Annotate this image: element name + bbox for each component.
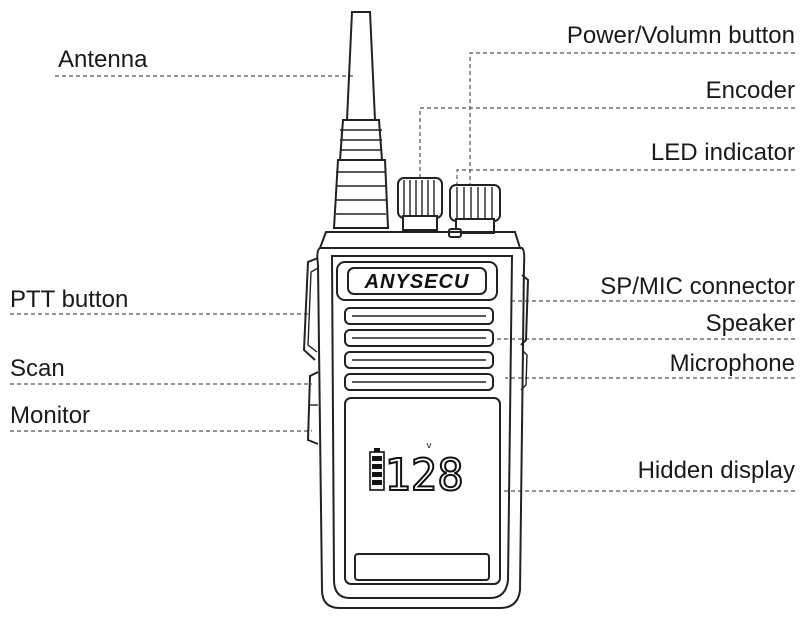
label-encoder: Encoder	[706, 77, 795, 104]
leader-power-volume	[469, 52, 795, 190]
top-cap	[318, 231, 522, 249]
antenna	[332, 11, 390, 229]
label-led: LED indicator	[651, 139, 795, 166]
label-hidden-display: Hidden display	[638, 457, 795, 484]
walkie-talkie-drawing: ANYSECU v 128	[302, 11, 530, 609]
label-power-volume: Power/Volumn button	[567, 22, 795, 49]
power-volume-knob	[449, 184, 501, 234]
label-ptt: PTT button	[10, 286, 128, 313]
leader-led	[456, 169, 795, 232]
body-inner	[330, 255, 514, 599]
ptt-button	[302, 257, 319, 361]
leader-encoder	[419, 107, 795, 185]
display-marker: v	[426, 441, 432, 451]
brand-plate: ANYSECU	[336, 261, 498, 301]
label-scan: Scan	[10, 355, 65, 382]
speaker-grille	[344, 307, 494, 391]
display-panel: v 128	[344, 397, 501, 585]
battery-icon	[369, 448, 385, 491]
channel-display-digits: 128	[384, 450, 463, 501]
body-outer	[316, 247, 526, 609]
encoder-knob	[397, 177, 443, 231]
label-sp-mic: SP/MIC connector	[600, 273, 795, 300]
label-speaker: Speaker	[706, 310, 795, 337]
scan-monitor-buttons	[306, 371, 319, 445]
label-microphone: Microphone	[670, 350, 795, 377]
label-antenna: Antenna	[58, 46, 148, 73]
callout-labels: Antenna Power/Volumn button Encoder LED …	[10, 22, 795, 484]
leader-lines	[10, 52, 795, 492]
brand-logo-text: ANYSECU	[364, 271, 470, 293]
sp-mic-connector	[520, 274, 530, 391]
label-monitor: Monitor	[10, 402, 90, 429]
